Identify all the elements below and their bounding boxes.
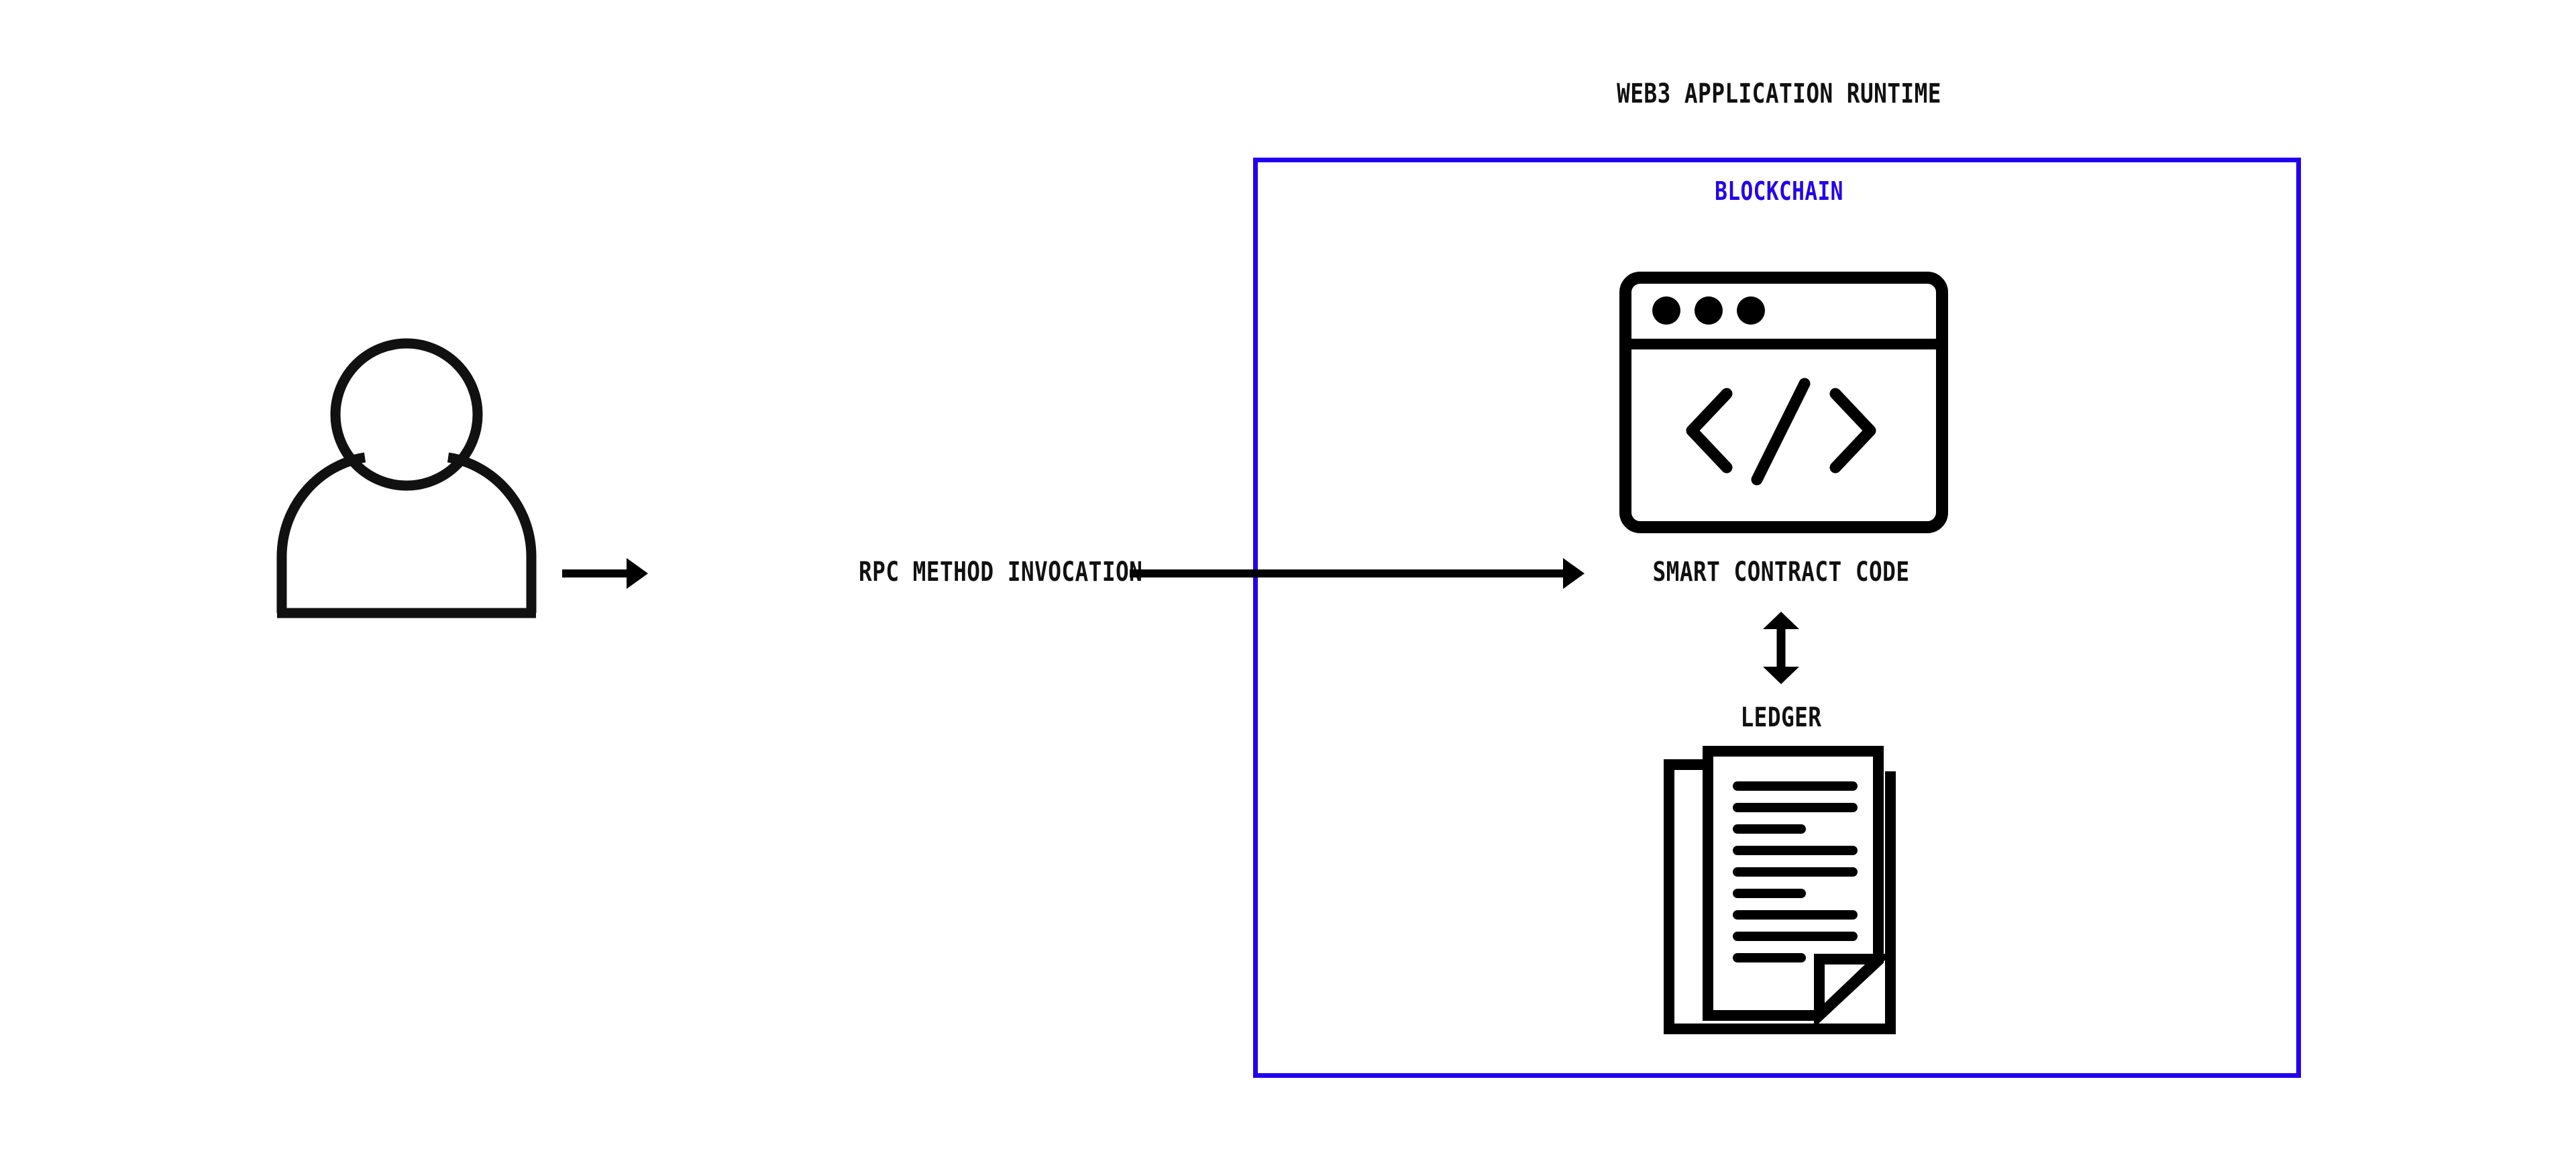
double-arrow-vertical-icon bbox=[1760, 612, 1802, 684]
arrow-right-icon bbox=[1130, 555, 1585, 592]
document-icon bbox=[1664, 746, 1905, 1034]
page-title: WEB3 APPLICATION RUNTIME bbox=[1617, 78, 1941, 109]
smart-contract-code-label: SMART CONTRACT CODE bbox=[1652, 557, 1910, 588]
person-icon bbox=[267, 335, 546, 618]
code-window-icon bbox=[1619, 272, 1948, 533]
rpc-method-invocation-label: RPC METHOD INVOCATION bbox=[859, 557, 1143, 588]
blockchain-boundary bbox=[1253, 158, 2301, 1078]
arrow-right-icon bbox=[562, 555, 648, 592]
ledger-label: LEDGER bbox=[1740, 702, 1822, 733]
blockchain-title: BLOCKCHAIN bbox=[1715, 176, 1843, 206]
